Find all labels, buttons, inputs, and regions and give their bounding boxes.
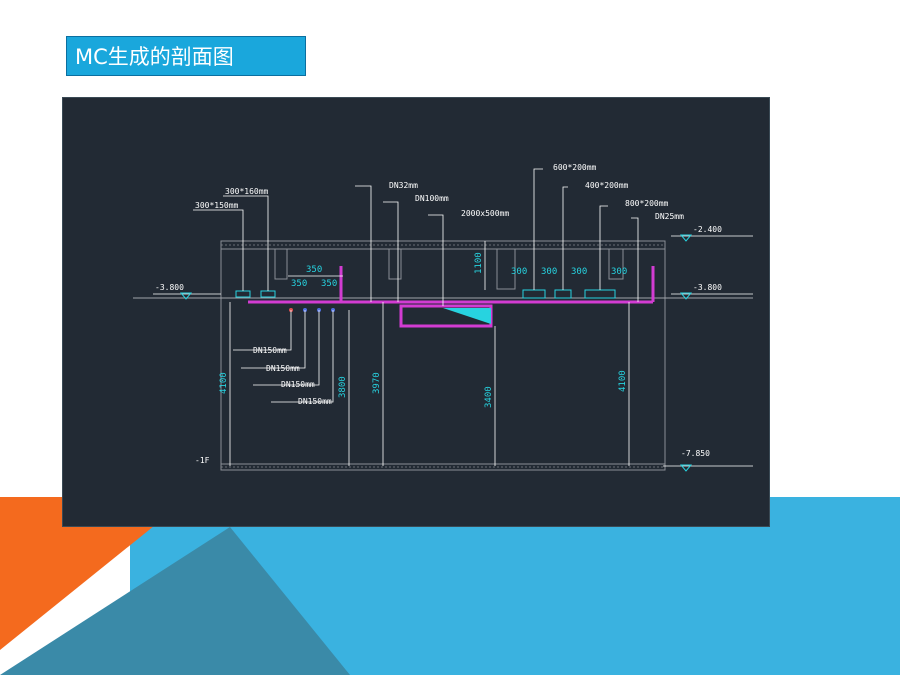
dim-350-top: 350 — [306, 265, 322, 275]
elevation-top-right: -2.400 — [693, 225, 722, 234]
duct-400x200 — [554, 289, 572, 299]
label-pipe-dn150-4: DN150mm — [298, 397, 332, 406]
label-duct-600x200: 600*200mm — [553, 163, 597, 172]
label-duct-400x200: 400*200mm — [585, 181, 629, 190]
label-pipe-dn150-2: DN150mm — [266, 364, 300, 373]
beam-4 — [608, 248, 624, 280]
teal-triangle — [0, 527, 350, 675]
dim-300-b: 300 — [541, 267, 557, 277]
duct-fill — [443, 308, 491, 324]
dim-1100: 1100 — [474, 252, 484, 274]
elevation-marker-right — [679, 292, 693, 300]
cad-section-drawing: 300*160mm 300*150mm DN32mm DN100mm 2000x… — [62, 97, 770, 527]
dim-3800: 3800 — [338, 376, 348, 398]
elevation-right-mid: -3.800 — [693, 283, 722, 292]
dim-3970: 3970 — [372, 372, 382, 394]
dim-4100-left: 4100 — [219, 372, 229, 394]
label-duct-300x150: 300*150mm — [195, 201, 239, 210]
dim-4100-right: 4100 — [618, 370, 628, 392]
duct-300x160 — [260, 290, 276, 298]
duct-800x200 — [584, 289, 616, 299]
section-drawing-canvas: 300*160mm 300*150mm DN32mm DN100mm 2000x… — [133, 163, 753, 472]
dim-300-a: 300 — [511, 267, 527, 277]
dimension-lines — [153, 235, 753, 467]
elevation-marker-left — [179, 292, 193, 300]
dim-300-c: 300 — [571, 267, 587, 277]
orange-triangle — [0, 497, 190, 650]
duct-600x200 — [522, 289, 546, 299]
elevation-marker-bottom — [679, 464, 693, 472]
beam-2 — [388, 248, 402, 280]
dim-350-right: 350 — [321, 279, 337, 289]
duct-300x150 — [235, 290, 251, 298]
dim-300-d: 300 — [611, 267, 627, 277]
elevation-left-mid: -3.800 — [155, 283, 184, 292]
label-duct-2000x500: 2000x500mm — [461, 209, 509, 218]
label-duct-800x200: 800*200mm — [625, 199, 669, 208]
elevation-marker-top — [679, 234, 693, 242]
blue-band — [130, 497, 900, 675]
leader-lines — [193, 168, 639, 403]
label-duct-300x160: 300*160mm — [225, 187, 269, 196]
label-pipe-dn25: DN25mm — [655, 212, 684, 221]
label-pipe-dn100: DN100mm — [415, 194, 449, 203]
label-pipe-dn150-3: DN150mm — [281, 380, 315, 389]
label-pipe-dn32: DN32mm — [389, 181, 418, 190]
elevation-bottom-right: -7.850 — [681, 449, 710, 458]
beam-1 — [274, 248, 288, 280]
floor-level-label: -1F — [195, 456, 210, 465]
slide-title: MC生成的剖面图 — [66, 36, 306, 76]
dim-350-left: 350 — [291, 279, 307, 289]
dim-3400: 3400 — [484, 386, 494, 408]
label-pipe-dn150-1: DN150mm — [253, 346, 287, 355]
beam-3 — [496, 248, 516, 290]
